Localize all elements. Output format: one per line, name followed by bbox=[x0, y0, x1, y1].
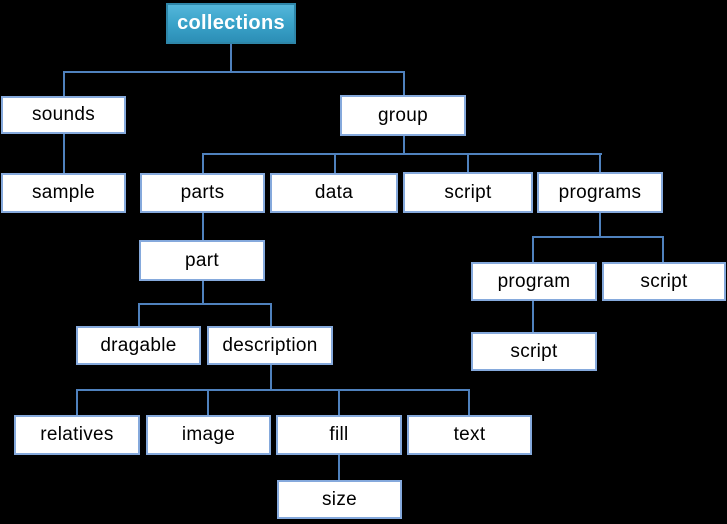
connector-line bbox=[270, 303, 272, 326]
node-sounds: sounds bbox=[1, 96, 126, 134]
node-description: description bbox=[207, 326, 333, 365]
node-data: data bbox=[270, 173, 398, 213]
connector-line bbox=[338, 389, 340, 415]
node-programs: programs bbox=[537, 172, 663, 213]
connector-line bbox=[230, 44, 232, 72]
connector-line bbox=[202, 153, 602, 155]
connector-line bbox=[334, 153, 336, 173]
connector-line bbox=[403, 71, 405, 95]
node-collections: collections bbox=[166, 3, 296, 44]
node-script-under-group: script bbox=[403, 172, 533, 213]
connector-line bbox=[467, 153, 469, 173]
connector-line bbox=[76, 389, 470, 391]
connector-line bbox=[63, 134, 65, 174]
connector-line bbox=[63, 71, 405, 73]
connector-line bbox=[468, 389, 470, 415]
node-sample: sample bbox=[1, 173, 126, 213]
connector-line bbox=[202, 213, 204, 240]
connector-line bbox=[338, 455, 340, 480]
node-dragable: dragable bbox=[76, 326, 201, 365]
connector-line bbox=[662, 236, 664, 262]
connector-line bbox=[599, 212, 601, 237]
node-part: part bbox=[139, 240, 265, 281]
connector-line bbox=[532, 236, 534, 262]
connector-line bbox=[207, 389, 209, 415]
connector-line bbox=[599, 153, 601, 173]
connector-line bbox=[138, 303, 272, 305]
connector-line bbox=[532, 236, 664, 238]
connector-line bbox=[270, 365, 272, 390]
node-program: program bbox=[471, 262, 597, 301]
connector-line bbox=[138, 303, 140, 326]
node-group: group bbox=[340, 95, 466, 136]
connector-line bbox=[403, 136, 405, 154]
connector-line bbox=[202, 153, 204, 173]
connector-line bbox=[202, 280, 204, 304]
connector-line bbox=[76, 389, 78, 415]
node-script-under-programs: script bbox=[602, 262, 726, 301]
node-size: size bbox=[277, 480, 402, 519]
node-image: image bbox=[146, 415, 271, 455]
node-parts: parts bbox=[140, 173, 265, 213]
node-fill: fill bbox=[276, 415, 402, 455]
node-script-under-program: script bbox=[471, 332, 597, 371]
connector-line bbox=[63, 71, 65, 96]
node-text: text bbox=[407, 415, 532, 455]
connector-line bbox=[532, 301, 534, 332]
node-relatives: relatives bbox=[14, 415, 140, 455]
